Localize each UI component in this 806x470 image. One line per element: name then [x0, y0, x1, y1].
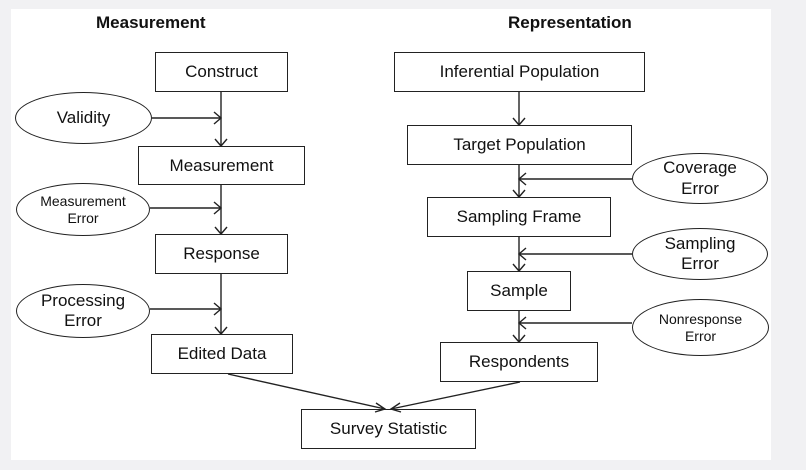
- validity-oval: Validity: [15, 92, 152, 144]
- sample-to-respondents-arrowhead: [512, 334, 526, 344]
- target-population-box: Target Population: [407, 125, 632, 165]
- sampling-error-line-1: Sampling: [664, 233, 736, 253]
- nonresponse-error-oval: Nonresponse Error: [632, 299, 769, 356]
- response-box: Response: [155, 234, 288, 274]
- nonresponse-error-arrowhead: [517, 316, 527, 330]
- nonresponse-error-line-2: Error: [684, 327, 717, 344]
- construct-box: Construct: [155, 52, 288, 92]
- nonresponse-error-line-1: Nonresponse: [658, 310, 743, 327]
- processing-error-arrowhead: [213, 302, 223, 316]
- measurement-heading: Measurement: [96, 13, 206, 32]
- coverage-error-oval: Coverage Error: [632, 153, 768, 204]
- measurement-error-arrowhead: [213, 201, 223, 215]
- sample-box: Sample: [467, 271, 571, 311]
- edited-data-box: Edited Data: [151, 334, 293, 374]
- coverage-error-line-2: Error: [681, 178, 719, 198]
- measurement-error-line-1: Measurement: [40, 192, 126, 209]
- sampling-error-arrowhead: [517, 247, 527, 261]
- sampling-error-line-2: Error: [681, 254, 719, 273]
- sampling-error-oval: Sampling Error: [632, 228, 768, 280]
- inferential-to-target-arrowhead: [512, 117, 526, 127]
- processing-error-oval: Processing Error: [16, 284, 150, 338]
- frame-to-sample-arrowhead: [512, 263, 526, 273]
- measurement-error-line-2: Error: [67, 209, 99, 226]
- survey-statistic-box: Survey Statistic: [301, 409, 476, 449]
- measurement-error-oval: Measurement Error: [16, 183, 150, 236]
- representation-heading: Representation: [508, 13, 632, 32]
- processing-error-line-2: Error: [64, 311, 102, 330]
- inferential-population-box: Inferential Population: [394, 52, 645, 92]
- measurement-box: Measurement: [138, 146, 305, 185]
- edited-data-to-statistic-arrowhead: [374, 402, 387, 413]
- response-to-edited-data-arrowhead: [214, 326, 228, 336]
- coverage-error-arrowhead: [517, 172, 527, 186]
- respondents-to-statistic-line: [390, 381, 521, 410]
- respondents-box: Respondents: [440, 342, 598, 382]
- target-to-frame-arrowhead: [512, 189, 526, 199]
- respondents-to-statistic-arrowhead: [389, 402, 402, 413]
- measurement-to-response-arrowhead: [214, 226, 228, 236]
- construct-to-measurement-arrowhead: [214, 138, 228, 148]
- validity-label: Validity: [56, 107, 111, 127]
- validity-arrowhead: [213, 111, 223, 125]
- processing-error-line-1: Processing: [40, 290, 126, 310]
- edited-data-to-statistic-line: [227, 373, 386, 410]
- coverage-error-line-1: Coverage: [663, 158, 737, 178]
